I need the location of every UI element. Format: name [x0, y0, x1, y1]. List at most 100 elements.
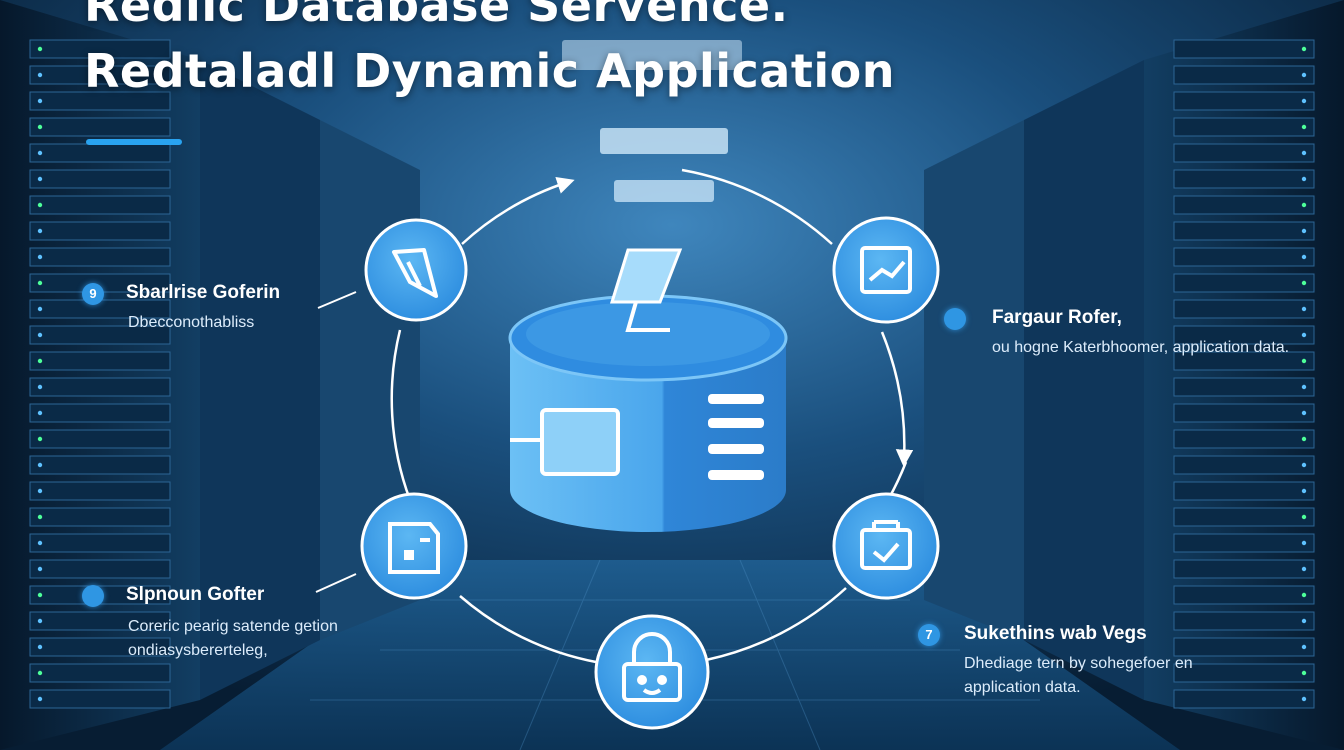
status-led: [1301, 436, 1307, 442]
node-lock[interactable]: [594, 614, 710, 730]
status-led: [37, 488, 43, 494]
status-led: [37, 124, 43, 130]
status-led: [37, 644, 43, 650]
callout-description: Dhediage tern by sohegefoer en applicati…: [964, 655, 1193, 696]
status-led: [1301, 124, 1307, 130]
status-led: [37, 228, 43, 234]
ring-arc-bottom-left: [459, 595, 597, 664]
server-slot: [1173, 663, 1315, 683]
server-slot: [1173, 299, 1315, 319]
database-connector-icon: [609, 248, 683, 332]
page-title-line-1: Redlic Database Servence.: [84, 0, 789, 32]
server-slot: [29, 533, 171, 553]
status-led: [1301, 566, 1307, 572]
server-slot: [1173, 169, 1315, 189]
callout-title: Slpnoun Gofter: [126, 584, 265, 605]
server-slot: [29, 195, 171, 215]
status-led: [37, 46, 43, 52]
server-racks-left: [0, 0, 420, 750]
server-racks-right: [924, 0, 1344, 750]
status-led: [37, 72, 43, 78]
status-led: [1301, 384, 1307, 390]
status-led: [1301, 644, 1307, 650]
server-slot: [1173, 377, 1315, 397]
status-led: [1301, 306, 1307, 312]
status-led: [1301, 410, 1307, 416]
status-led: [37, 98, 43, 104]
server-slot: [1173, 689, 1315, 709]
server-slot: [29, 247, 171, 267]
callout-title: Sbarlrise Goferin: [126, 282, 281, 303]
server-slot: [29, 611, 171, 631]
server-slot: [1173, 507, 1315, 527]
status-led: [37, 436, 43, 442]
callout-badge: [82, 585, 104, 607]
server-slot: [1173, 65, 1315, 85]
status-led: [1301, 98, 1307, 104]
status-led: [37, 254, 43, 260]
callout-title: Sukethins wab Vegs: [964, 623, 1147, 644]
ring-arc-left: [390, 329, 412, 501]
server-slot: [1173, 39, 1315, 59]
status-led: [1301, 696, 1307, 702]
ceiling-lights: [562, 40, 742, 202]
server-slot: [1173, 247, 1315, 267]
status-led: [37, 332, 43, 338]
status-led: [37, 410, 43, 416]
status-led: [1301, 332, 1307, 338]
status-led: [1301, 46, 1307, 52]
status-led: [37, 592, 43, 598]
ring-arc-top-left: [461, 176, 575, 245]
page-title-line-2: Redtaladl Dynamic Application: [84, 44, 895, 98]
server-slot: [1173, 117, 1315, 137]
server-slot: [1173, 455, 1315, 475]
status-led: [37, 306, 43, 312]
status-led: [37, 670, 43, 676]
status-led: [37, 462, 43, 468]
line-chart-icon: [860, 246, 912, 294]
status-led: [1301, 358, 1307, 364]
status-led: [1301, 280, 1307, 286]
server-slot: [29, 663, 171, 683]
status-led: [1301, 150, 1307, 156]
server-slot: [29, 637, 171, 657]
server-slot: [29, 65, 171, 85]
node-line-chart[interactable]: [832, 216, 940, 324]
status-led: [37, 540, 43, 546]
status-led: [1301, 176, 1307, 182]
status-led: [1301, 228, 1307, 234]
server-slot: [1173, 351, 1315, 371]
server-slot: [1173, 533, 1315, 553]
node-document[interactable]: [360, 492, 468, 600]
status-led: [1301, 670, 1307, 676]
cycle-ring: [390, 168, 914, 664]
server-slot: [1173, 585, 1315, 605]
server-slot: [29, 169, 171, 189]
status-led: [37, 618, 43, 624]
database-cylinder-icon: [508, 248, 788, 532]
status-led: [1301, 72, 1307, 78]
server-slot: [29, 403, 171, 423]
status-led: [1301, 514, 1307, 520]
status-led: [37, 514, 43, 520]
node-tag[interactable]: [364, 218, 468, 322]
server-slot: [1173, 195, 1315, 215]
server-slot: [29, 377, 171, 397]
database-window: [540, 408, 620, 476]
server-slot: [29, 507, 171, 527]
status-led: [1301, 462, 1307, 468]
callout-title: Fargaur Rofer,: [992, 307, 1122, 328]
server-slot: [29, 481, 171, 501]
server-slot: [1173, 403, 1315, 423]
server-slot: [1173, 91, 1315, 111]
node-checkbox[interactable]: [832, 492, 940, 600]
server-slot: [29, 91, 171, 111]
ring-arc-right: [880, 331, 914, 467]
document-icon: [388, 522, 440, 574]
status-led: [1301, 618, 1307, 624]
callout-description: ou hogne Katerbhoomer, application data.: [992, 339, 1290, 356]
checkbox-icon: [860, 520, 912, 570]
callout-badge: 7: [918, 624, 940, 646]
server-slot: [29, 117, 171, 137]
